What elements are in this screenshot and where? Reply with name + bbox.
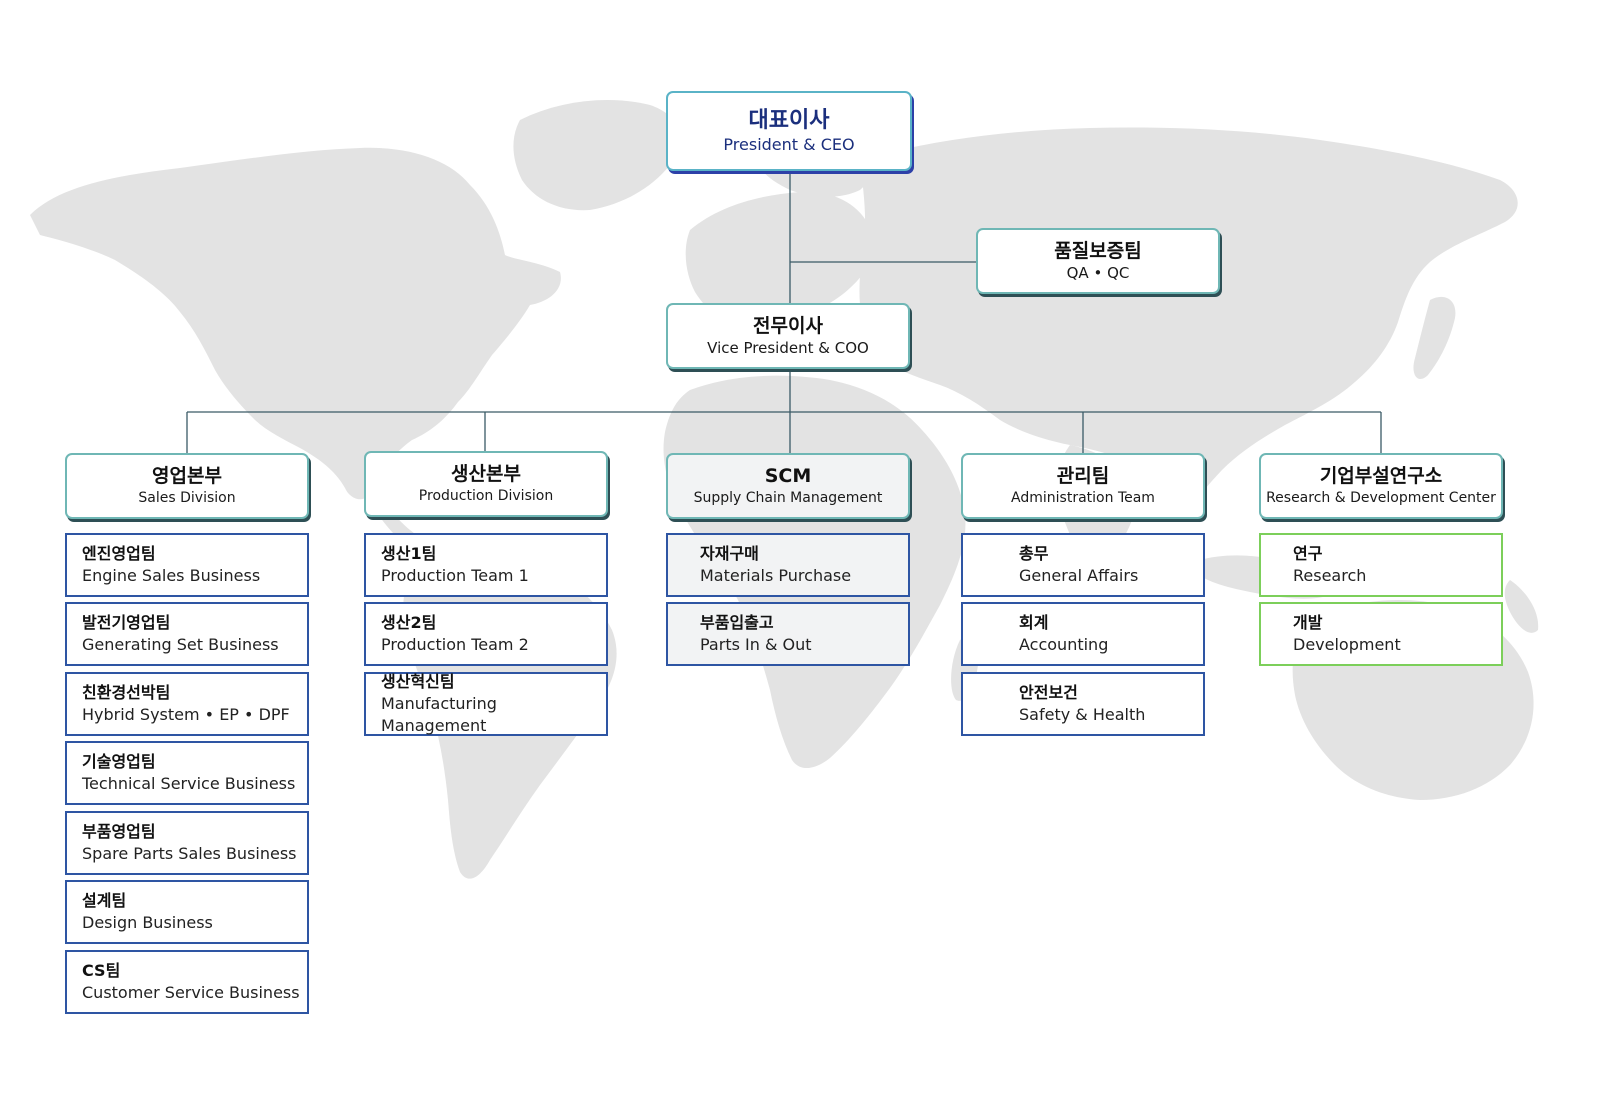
europe-shape xyxy=(685,191,874,330)
team-safety-health: 안전보건 Safety & Health xyxy=(961,672,1205,736)
team-name-ko: 안전보건 xyxy=(1019,683,1078,702)
team-production-2: 생산2팀 Production Team 2 xyxy=(364,602,608,666)
ceo-title-en: President & CEO xyxy=(723,135,855,154)
division-title-ko: SCM xyxy=(764,465,812,487)
team-name-en: Hybrid System • EP • DPF xyxy=(82,705,290,724)
team-name-en: Safety & Health xyxy=(1019,705,1146,724)
division-admin-box: 관리팀 Administration Team xyxy=(961,453,1205,519)
team-manufacturing-management: 생산혁신팀 Manufacturing Management xyxy=(364,672,608,736)
team-name-ko: 엔진영업팀 xyxy=(82,544,156,563)
division-scm-box: SCM Supply Chain Management xyxy=(666,453,910,519)
team-customer-service: CS팀 Customer Service Business xyxy=(65,950,309,1014)
coo-title-ko: 전무이사 xyxy=(753,315,823,337)
qa-title-ko: 품질보증팀 xyxy=(1054,240,1142,262)
team-name-en: Manufacturing Management xyxy=(381,694,497,735)
coo-title-en: Vice President & COO xyxy=(707,339,869,357)
qa-title-en: QA • QC xyxy=(1066,264,1130,282)
team-name-en: Parts In & Out xyxy=(700,635,812,654)
division-title-en: Supply Chain Management xyxy=(693,490,883,506)
team-technical-service: 기술영업팀 Technical Service Business xyxy=(65,741,309,805)
team-design: 설계팀 Design Business xyxy=(65,880,309,944)
ceo-title-ko: 대표이사 xyxy=(748,108,830,133)
division-title-en: Sales Division xyxy=(138,490,236,506)
new-zealand-shape xyxy=(1504,580,1539,633)
team-name-en: Customer Service Business xyxy=(82,983,300,1002)
team-accounting: 회계 Accounting xyxy=(961,602,1205,666)
coo-box: 전무이사 Vice President & COO xyxy=(666,303,910,369)
division-title-en: Research & Development Center xyxy=(1266,490,1496,506)
division-rd-box: 기업부설연구소 Research & Development Center xyxy=(1259,453,1503,519)
asia-shape xyxy=(859,127,1518,520)
team-name-ko: 생산혁신팀 xyxy=(381,672,455,691)
team-name-ko: CS팀 xyxy=(82,961,121,980)
ceo-box: 대표이사 President & CEO xyxy=(666,91,912,171)
team-name-ko: 개발 xyxy=(1293,613,1323,632)
team-materials-purchase: 자재구매 Materials Purchase xyxy=(666,533,910,597)
team-name-ko: 총무 xyxy=(1019,544,1049,563)
team-name-ko: 생산1팀 xyxy=(381,544,437,563)
team-name-en: Spare Parts Sales Business xyxy=(82,844,297,863)
team-name-ko: 발전기영업팀 xyxy=(82,613,171,632)
team-generating-set: 발전기영업팀 Generating Set Business xyxy=(65,602,309,666)
team-name-en: Accounting xyxy=(1019,635,1109,654)
team-name-en: Generating Set Business xyxy=(82,635,279,654)
team-hybrid-system: 친환경선박팀 Hybrid System • EP • DPF xyxy=(65,672,309,736)
division-title-en: Administration Team xyxy=(1011,490,1155,506)
team-general-affairs: 총무 General Affairs xyxy=(961,533,1205,597)
team-research: 연구 Research xyxy=(1259,533,1503,597)
team-name-ko: 회계 xyxy=(1019,613,1049,632)
team-name-ko: 생산2팀 xyxy=(381,613,437,632)
team-name-ko: 자재구매 xyxy=(700,544,759,563)
division-title-ko: 생산본부 xyxy=(451,463,521,485)
team-name-ko: 설계팀 xyxy=(82,891,127,910)
division-production-box: 생산본부 Production Division xyxy=(364,451,608,517)
team-name-en: General Affairs xyxy=(1019,566,1139,585)
team-name-en: Engine Sales Business xyxy=(82,566,261,585)
team-name-ko: 연구 xyxy=(1293,544,1323,563)
team-name-en: Production Team 2 xyxy=(381,635,529,654)
team-name-ko: 기술영업팀 xyxy=(82,752,156,771)
team-development: 개발 Development xyxy=(1259,602,1503,666)
team-name-en: Research xyxy=(1293,566,1367,585)
team-name-ko: 친환경선박팀 xyxy=(82,683,171,702)
qa-box: 품질보증팀 QA • QC xyxy=(976,228,1220,294)
team-parts-in-out: 부품입출고 Parts In & Out xyxy=(666,602,910,666)
division-title-ko: 관리팀 xyxy=(1056,465,1110,487)
team-name-en: Production Team 1 xyxy=(381,566,529,585)
division-title-ko: 영업본부 xyxy=(152,465,222,487)
division-title-ko: 기업부설연구소 xyxy=(1319,465,1443,487)
team-name-en: Materials Purchase xyxy=(700,566,852,585)
team-production-1: 생산1팀 Production Team 1 xyxy=(364,533,608,597)
japan-shape xyxy=(1413,296,1456,379)
team-name-ko: 부품입출고 xyxy=(700,613,774,632)
division-sales-box: 영업본부 Sales Division xyxy=(65,453,309,519)
greenland-shape xyxy=(513,100,681,211)
team-name-en: Design Business xyxy=(82,913,213,932)
team-name-en: Technical Service Business xyxy=(82,774,296,793)
team-engine-sales: 엔진영업팀 Engine Sales Business xyxy=(65,533,309,597)
team-name-ko: 부품영업팀 xyxy=(82,822,156,841)
team-name-en: Development xyxy=(1293,635,1401,654)
division-title-en: Production Division xyxy=(418,488,554,504)
team-spare-parts: 부품영업팀 Spare Parts Sales Business xyxy=(65,811,309,875)
